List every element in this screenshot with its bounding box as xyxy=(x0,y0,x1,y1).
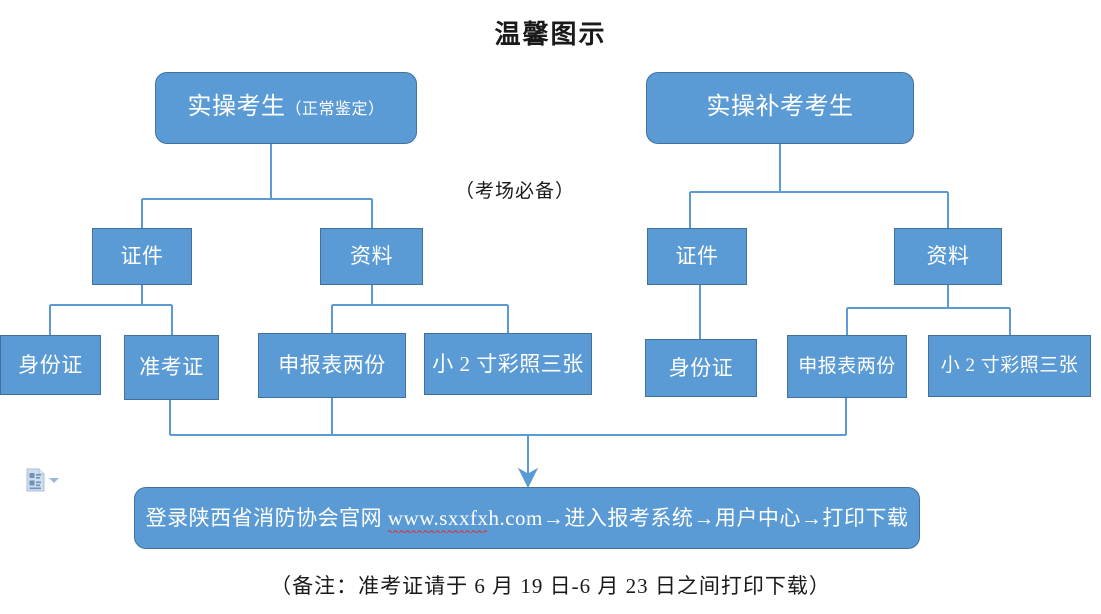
node-makeup-id-card[interactable]: 身份证 xyxy=(645,339,757,397)
print-instructions-suffix: →进入报考系统→用户中心→打印下载 xyxy=(542,505,909,530)
url-text: www.sxxfxh.com xyxy=(387,505,543,530)
page-title: 温馨图示 xyxy=(494,20,607,49)
print-instructions-prefix: 登录陕西省消防协会官网 xyxy=(145,505,388,530)
node-label: 准考证 xyxy=(139,355,204,380)
node-label: 实操考生 xyxy=(187,94,286,121)
node-practical-candidate[interactable]: 实操考生（正常鉴定） xyxy=(155,72,417,144)
node-label: 资料 xyxy=(926,244,970,269)
node-sublabel: （正常鉴定） xyxy=(285,101,385,119)
node-normal-admission-ticket[interactable]: 准考证 xyxy=(124,335,219,400)
node-label: 身份证 xyxy=(668,355,734,380)
node-label: 证件 xyxy=(675,244,719,269)
paste-options-smart-tag[interactable] xyxy=(26,466,72,494)
node-makeup-candidate[interactable]: 实操补考考生 xyxy=(646,72,914,144)
node-label: 证件 xyxy=(120,244,164,269)
node-print-instructions[interactable]: 登录陕西省消防协会官网 www.sxxfxh.com→进入报考系统→用户中心→打… xyxy=(134,487,920,549)
node-normal-credentials[interactable]: 证件 xyxy=(92,228,192,285)
remark-note: （备注：准考证请于 6 月 19 日-6 月 23 日之间打印下载） xyxy=(270,574,831,598)
node-label: 实操补考考生 xyxy=(706,94,854,121)
node-makeup-credentials[interactable]: 证件 xyxy=(647,228,747,285)
node-label: 身份证 xyxy=(18,352,83,377)
node-normal-materials[interactable]: 资料 xyxy=(320,228,423,285)
node-label: 申报表两份 xyxy=(798,355,896,377)
node-label: 资料 xyxy=(350,244,393,269)
paste-options-icon xyxy=(26,468,46,492)
node-makeup-materials[interactable]: 资料 xyxy=(894,228,1002,285)
exam-site-required-note: （考场必备） xyxy=(455,181,576,202)
association-website-url[interactable]: www.sxxfxh.com xyxy=(387,505,543,533)
node-makeup-application-forms[interactable]: 申报表两份 xyxy=(787,335,907,398)
node-normal-application-forms[interactable]: 申报表两份 xyxy=(258,333,406,398)
node-normal-photos[interactable]: 小 2 寸彩照三张 xyxy=(424,333,592,395)
node-label: 小 2 寸彩照三张 xyxy=(940,355,1079,377)
node-makeup-photos[interactable]: 小 2 寸彩照三张 xyxy=(928,335,1091,397)
node-normal-id-card[interactable]: 身份证 xyxy=(0,335,101,395)
chevron-down-icon[interactable] xyxy=(49,477,59,483)
spellcheck-squiggle-icon xyxy=(388,529,488,533)
arrowhead-to-print-box xyxy=(517,467,539,489)
node-label: 小 2 寸彩照三张 xyxy=(432,351,584,376)
node-label: 申报表两份 xyxy=(278,353,386,378)
